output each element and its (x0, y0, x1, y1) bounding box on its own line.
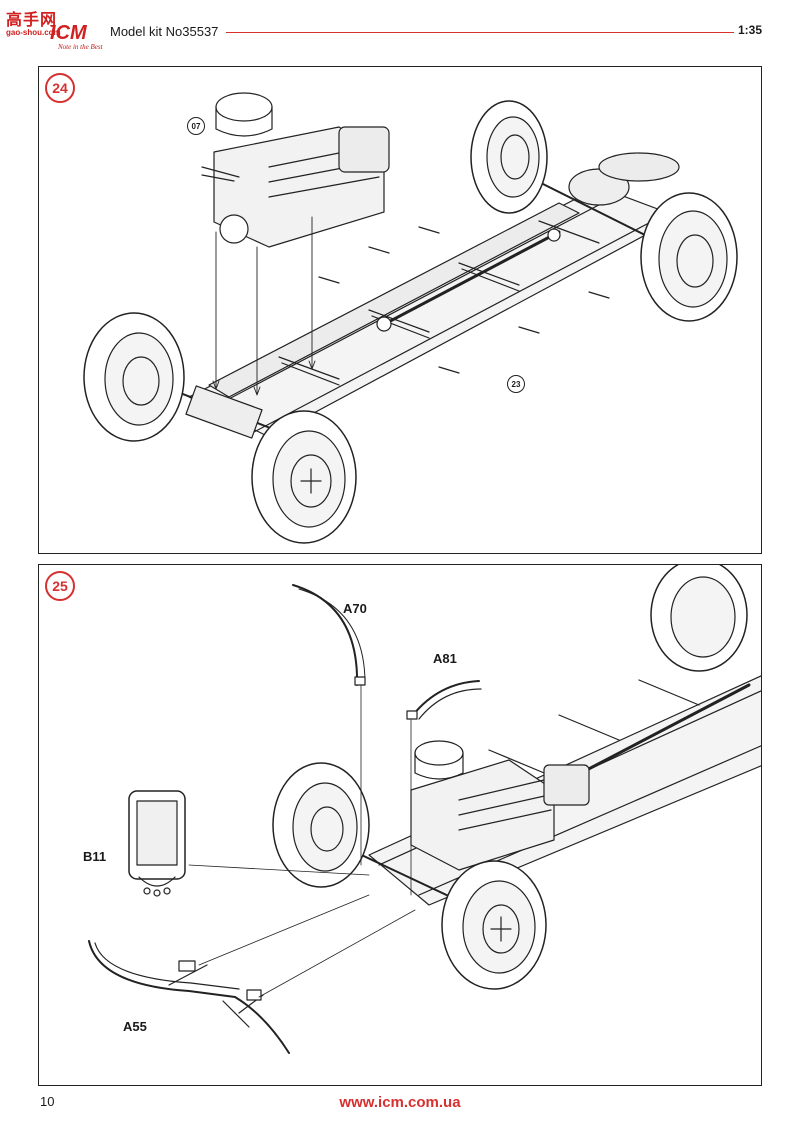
page-header: 高手网 gao-shou.com ICM Note in the Best Mo… (0, 0, 800, 60)
front-left-wheel-25 (273, 763, 369, 887)
part-a81-shape (407, 681, 481, 719)
logo-tagline: Note in the Best (58, 43, 103, 51)
footer-url-link[interactable]: www.icm.com.ua (339, 1094, 461, 1111)
logo-site-text: gao-shou.com (6, 28, 61, 37)
engine-assembly (202, 93, 389, 247)
ref-badge-chassis: 23 (507, 375, 525, 393)
rear-left-wheel (471, 101, 547, 213)
part-label-a70: A70 (343, 601, 367, 616)
part-a55-shape (89, 941, 289, 1053)
part-label-b11: B11 (83, 849, 107, 864)
rear-right-wheel (641, 193, 737, 321)
front-right-wheel (252, 411, 356, 543)
step-24-illustration (39, 67, 762, 554)
page-number: 10 (40, 1094, 55, 1109)
header-divider (226, 32, 734, 33)
front-right-wheel-25 (442, 861, 546, 989)
step-25-illustration (39, 565, 761, 1086)
engine-installed (411, 741, 589, 870)
part-b11-shape (129, 791, 185, 896)
part-label-a55: A55 (123, 1019, 147, 1034)
rear-wheel-partial (651, 565, 747, 671)
logo-chinese-text: 高手网 (6, 10, 58, 29)
scale-label: 1:35 (738, 23, 763, 37)
step-25-panel: 25 A70 A81 B11 A55 (38, 564, 762, 1086)
part-label-a81: A81 (433, 651, 457, 666)
part-a70-shape (293, 585, 365, 685)
ref-badge-engine: 07 (187, 117, 205, 135)
step-24-panel: 24 07 23 (38, 66, 762, 554)
step-24-badge: 24 (45, 73, 75, 103)
front-left-wheel (84, 313, 184, 441)
model-kit-title: Model kit No35537 (110, 24, 219, 39)
site-logo[interactable]: 高手网 gao-shou.com ICM Note in the Best (6, 6, 106, 54)
step-25-badge: 25 (45, 571, 75, 601)
logo-brand-text: ICM (50, 22, 87, 44)
